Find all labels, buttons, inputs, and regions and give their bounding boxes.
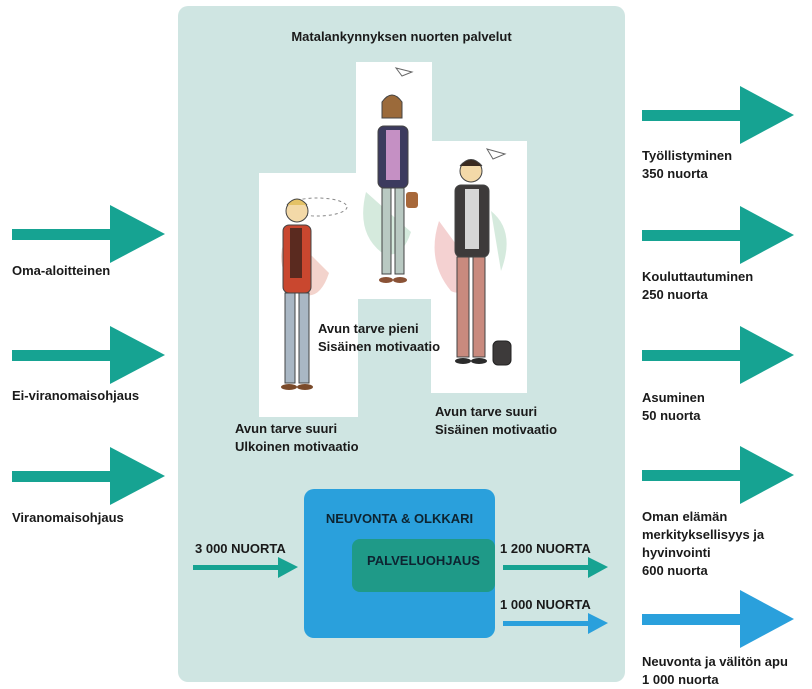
flow-arrow-in (193, 557, 298, 578)
input-arrow-1 (12, 205, 165, 263)
input-label-viranomaisohjaus: Viranomaisohjaus (12, 510, 124, 525)
input-label-ei-viranomaisohjaus: Ei-viranomaisohjaus (12, 388, 140, 403)
outcome-arrow-3 (642, 326, 794, 384)
input-arrow-3 (12, 447, 165, 505)
figure-label-3: Avun tarve suuri Sisäinen motivaatio (435, 404, 558, 437)
outcome-arrow-1 (642, 86, 794, 144)
palveluohjaus-label: PALVELUOHJAUS (367, 553, 480, 568)
outcome-label-tyollistyminen: Työllistyminen 350 nuorta (642, 148, 733, 181)
out-count-2: 1 000 NUORTA (500, 597, 591, 612)
outcome-label-kouluttautuminen: Kouluttautuminen 250 nuorta (642, 269, 754, 302)
out-count-1: 1 200 NUORTA (500, 541, 591, 556)
input-arrow-2 (12, 326, 165, 384)
outcome-arrow-2 (642, 206, 794, 264)
figure-label-1: Avun tarve suuri Ulkoinen motivaatio (235, 421, 359, 454)
outcome-arrow-5 (642, 590, 794, 648)
figure-card-3 (431, 141, 527, 393)
diagram-title: Matalankynnyksen nuorten palvelut (291, 29, 512, 44)
young-person-illustration-1 (281, 197, 348, 390)
figure-card-2 (356, 62, 432, 299)
young-person-illustration-3 (434, 148, 512, 366)
in-count: 3 000 NUORTA (195, 541, 286, 556)
outcome-label-hyvinvointi: Oman elämän merkityksellisyys ja hyvinvo… (642, 509, 765, 578)
neuvonta-olkkari-label: NEUVONTA & OLKKARI (325, 511, 474, 526)
palveluohjaus-box (352, 539, 495, 592)
outcome-label-asuminen: Asuminen 50 nuorta (642, 390, 705, 423)
flow-arrow-out-2 (503, 613, 608, 634)
outcome-label-neuvonta: Neuvonta ja välitön apu 1 000 nuorta (642, 654, 788, 687)
figure-card-1 (259, 173, 358, 417)
outcome-arrow-4 (642, 446, 794, 504)
figure-label-2: Avun tarve pieni Sisäinen motivaatio (318, 321, 441, 354)
flow-arrow-out-1 (503, 557, 608, 578)
input-label-oma-aloitteinen: Oma-aloitteinen (12, 263, 111, 278)
young-person-illustration-2 (363, 67, 418, 283)
